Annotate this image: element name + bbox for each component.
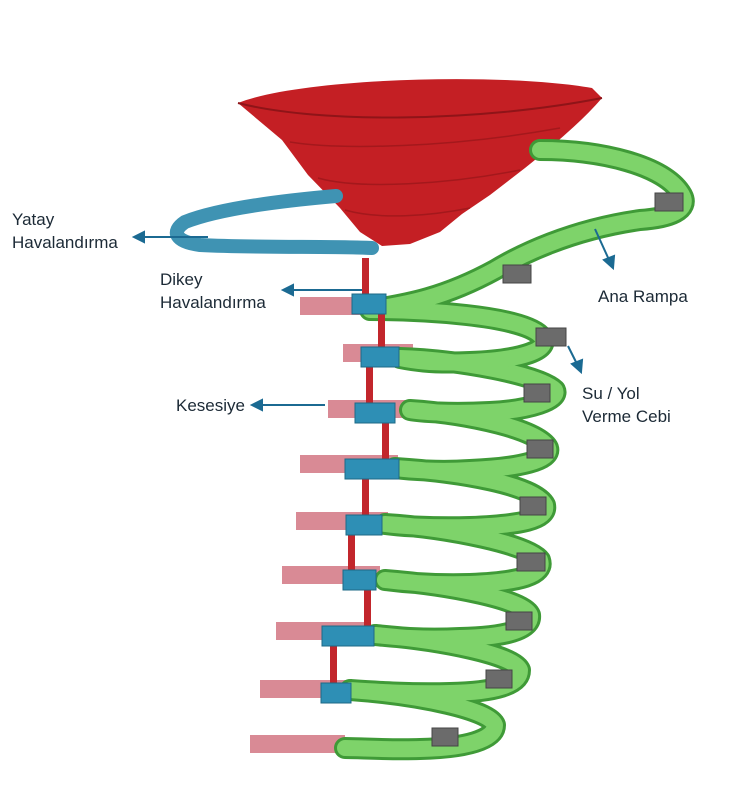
crosscut-label: Kesesiye xyxy=(176,396,245,415)
horizontal-ventilation-label-line1: Yatay xyxy=(12,210,55,229)
water-road-pockets xyxy=(431,192,684,747)
shaft-junctions xyxy=(320,293,400,704)
water-road-pocket-label-line1: Su / Yol xyxy=(582,384,640,403)
main-ramp-label: Ana Rampa xyxy=(598,287,688,306)
open-pit xyxy=(237,79,603,246)
main-ramp xyxy=(334,139,695,761)
water-road-pocket-label-line2: Verme Cebi xyxy=(582,407,671,426)
vertical-ventilation-label: Dikey Havalandırma xyxy=(160,268,266,314)
horizontal-ventilation-label: Yatay Havalandırma xyxy=(12,208,118,254)
horizontal-ventilation-label-line2: Havalandırma xyxy=(12,233,118,252)
vertical-ventilation-shaft xyxy=(330,258,389,685)
vertical-ventilation-label-line2: Havalandırma xyxy=(160,293,266,312)
label-arrows xyxy=(131,228,616,412)
vertical-ventilation-label-line1: Dikey xyxy=(160,270,203,289)
water-road-pocket-label: Su / Yol Verme Cebi xyxy=(582,382,671,428)
